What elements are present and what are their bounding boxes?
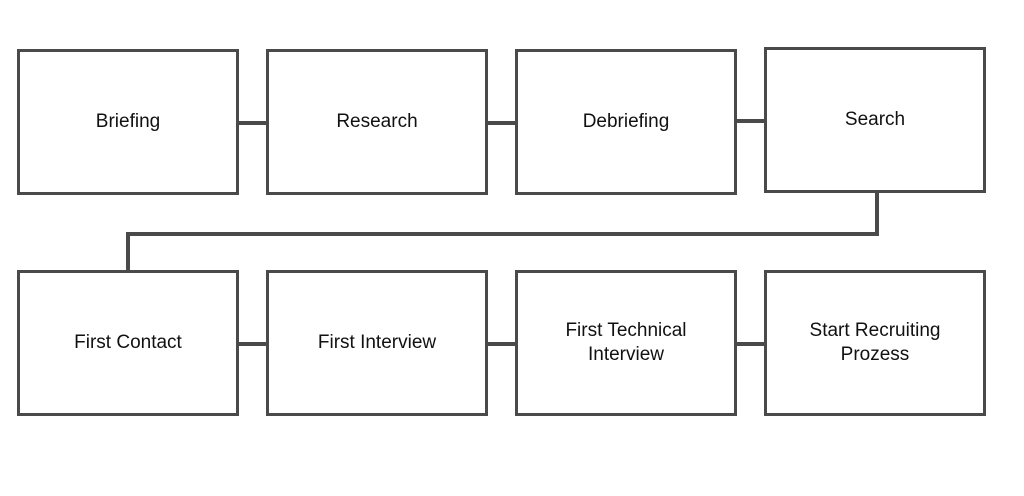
- connector-research-debriefing: [487, 121, 517, 125]
- step-label: First Technical Interview: [565, 320, 687, 365]
- connector-first-interview-technical: [487, 342, 517, 346]
- step-search: Search: [764, 47, 986, 193]
- connector-search-down: [875, 192, 879, 236]
- step-label: First Interview: [317, 332, 437, 353]
- connector-first-contact-up: [126, 232, 130, 272]
- step-label: Search: [844, 109, 906, 130]
- connector-first-contact-first-interview: [238, 342, 268, 346]
- step-label: First Contact: [74, 332, 182, 353]
- step-debriefing: Debriefing: [515, 49, 737, 195]
- step-first-interview: First Interview: [266, 270, 488, 416]
- connector-search-across: [126, 232, 879, 236]
- connector-debriefing-search: [736, 119, 766, 123]
- connector-technical-start-recruiting: [736, 342, 766, 346]
- step-research: Research: [266, 49, 488, 195]
- step-label: Research: [336, 111, 418, 132]
- step-first-technical-interview: First Technical Interview: [515, 270, 737, 416]
- step-start-recruiting-prozess: Start Recruiting Prozess: [764, 270, 986, 416]
- step-first-contact: First Contact: [17, 270, 239, 416]
- step-label: Debriefing: [582, 111, 670, 132]
- connector-briefing-research: [238, 121, 268, 125]
- step-label: Start Recruiting Prozess: [809, 320, 941, 365]
- step-briefing: Briefing: [17, 49, 239, 195]
- step-label: Briefing: [95, 111, 161, 132]
